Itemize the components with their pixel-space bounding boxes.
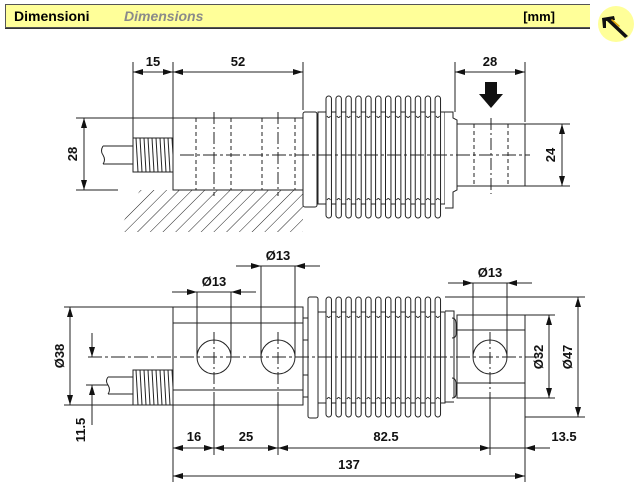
bellows-fin: [434, 95, 442, 219]
dim-28-top: 28: [483, 54, 497, 69]
thread-line: [139, 137, 143, 173]
bellows-fin: [394, 95, 402, 219]
thread-line: [155, 137, 159, 173]
header-bar: Dimensioni Dimensions [mm]: [5, 4, 590, 28]
gland-thread: [135, 137, 175, 173]
bellows-fin: [424, 95, 432, 219]
thread-line: [143, 137, 147, 173]
thread-line: [143, 369, 147, 406]
thread-line: [159, 137, 163, 173]
thread-line: [139, 369, 143, 406]
dim-25: 25: [239, 429, 253, 444]
top-view: [76, 62, 570, 232]
dim-o32: Ø32: [531, 345, 546, 370]
dim-hole3-dia: Ø13: [478, 265, 503, 280]
cable: [106, 376, 133, 395]
dim-82-5: 82.5: [373, 429, 398, 444]
hidden-holes: [195, 118, 296, 190]
dim-hole2-dia: Ø13: [266, 248, 291, 263]
bottom-view: [64, 263, 585, 482]
thread-line: [135, 369, 139, 406]
end-flange: [445, 111, 458, 209]
bellows-fin: [385, 95, 392, 219]
thread-line: [155, 369, 159, 406]
thread-line: [151, 137, 155, 173]
flange: [302, 111, 318, 208]
bellows: [317, 95, 446, 219]
cable: [101, 145, 133, 165]
dim-137: 137: [338, 457, 360, 472]
thread-line: [147, 369, 151, 406]
bellows-fin: [404, 95, 412, 219]
dim-hole1-dia: Ø13: [202, 274, 227, 289]
dim-15: 15: [146, 54, 160, 69]
thread-line: [167, 137, 171, 173]
title-italian: Dimensioni: [14, 8, 90, 24]
bellows-fin: [414, 95, 422, 219]
thread-line: [151, 369, 155, 406]
dim-13-5: 13.5: [551, 429, 576, 444]
units-label: [mm]: [523, 9, 555, 24]
bellows-fin: [335, 95, 342, 219]
thread-line: [147, 137, 151, 173]
bellows-fin: [375, 95, 382, 219]
thread-line: [167, 369, 171, 406]
bellows-fin: [355, 95, 362, 219]
thread-line: [163, 369, 167, 406]
dim-o38: Ø38: [52, 344, 67, 369]
caliper-icon: [598, 6, 634, 42]
dim-o47: Ø47: [560, 345, 575, 370]
dim-24: 24: [543, 147, 558, 162]
thread-line: [163, 137, 167, 173]
down-arrow-icon: [479, 82, 503, 108]
dim-16: 16: [187, 429, 201, 444]
thread-line: [159, 369, 163, 406]
bellows-fin: [365, 95, 372, 219]
bellows-fin: [345, 95, 352, 219]
dim-52: 52: [231, 54, 245, 69]
body-block: [172, 117, 304, 191]
hole-centerlines: [213, 112, 279, 196]
ground-hatch: [118, 190, 303, 232]
dim-28-vertical: 28: [65, 147, 80, 161]
dim-11-5: 11.5: [73, 418, 88, 443]
thread-line: [135, 137, 139, 173]
bellows-fin: [325, 95, 332, 219]
title-english: Dimensions: [124, 8, 204, 24]
